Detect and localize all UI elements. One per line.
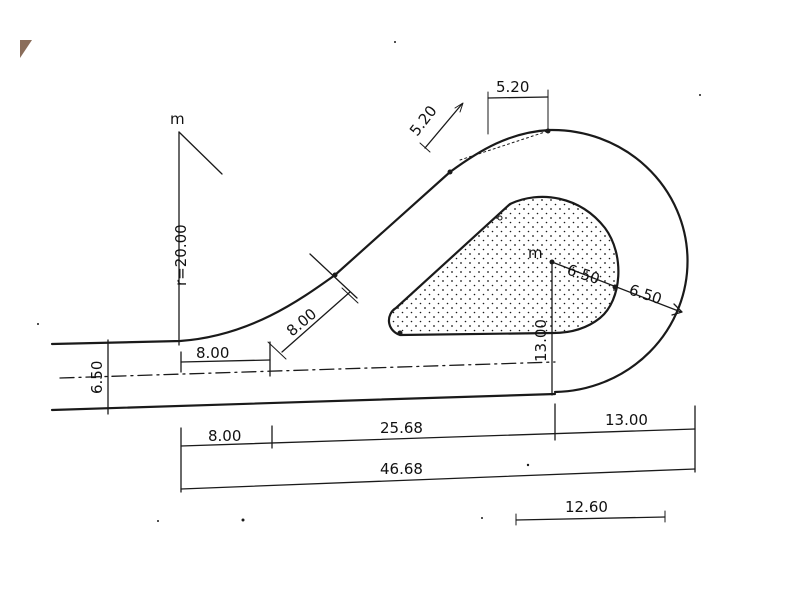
center-mark-left: m xyxy=(170,110,185,128)
outer-ring-label: 6.50 xyxy=(627,281,664,308)
scan-specks xyxy=(37,41,701,522)
segment-b-label: 5.20 xyxy=(496,78,529,96)
transition-ticks xyxy=(309,128,551,299)
bottom-dimensions xyxy=(180,403,696,526)
dim-left-label: 8.00 xyxy=(208,427,241,445)
island-radii xyxy=(549,259,683,396)
radius-large-label: r=20.00 xyxy=(172,224,190,286)
dim-scale-label: 12.60 xyxy=(565,498,608,516)
island-marker xyxy=(497,215,503,221)
central-island xyxy=(387,195,620,337)
straight-offset-label: 8.00 xyxy=(196,344,229,362)
road-top-edge xyxy=(50,128,689,394)
transition-dimension xyxy=(267,287,359,360)
dim-right-label: 13.00 xyxy=(605,411,648,429)
island-shape xyxy=(387,195,620,337)
dim-middle-label: 25.68 xyxy=(380,419,423,437)
road-bottom-edge xyxy=(50,392,557,412)
road-outline xyxy=(50,128,689,412)
segment-b-dimension xyxy=(459,89,549,161)
lane-width-label: 6.50 xyxy=(88,361,106,394)
offset-dimension xyxy=(180,341,271,377)
road-centerline xyxy=(59,361,556,379)
segment-a-dimension xyxy=(419,102,464,153)
island-offset-label: 13.00 xyxy=(532,319,550,362)
large-radius-construction xyxy=(178,131,223,346)
segment-a-label: 5.20 xyxy=(406,102,441,139)
island-tip-dot xyxy=(397,330,403,336)
scan-corner-mark xyxy=(20,40,32,58)
center-mark-island: m xyxy=(528,244,543,262)
dim-total-label: 46.68 xyxy=(380,460,423,478)
